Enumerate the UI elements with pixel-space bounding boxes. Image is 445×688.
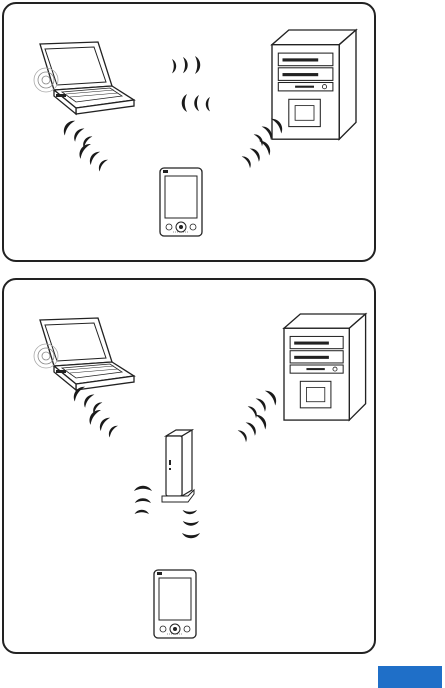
laptop-icon (34, 42, 134, 114)
wireless-signal-icon (134, 486, 152, 514)
wireless-signal-icon (236, 412, 269, 443)
desktop-tower-icon (284, 314, 366, 420)
wireless-signal-icon (76, 141, 109, 172)
laptop-icon (34, 318, 134, 390)
access-point-icon (162, 430, 194, 502)
wireless-signal-icon (182, 94, 210, 112)
infrastructure-diagram-panel (2, 278, 376, 654)
wireless-signal-icon (86, 407, 119, 438)
wireless-signal-icon (240, 138, 273, 169)
ad-hoc-diagram-panel (2, 2, 376, 262)
wireless-signal-icon (182, 510, 200, 538)
pda-icon (160, 168, 202, 236)
desktop-tower-icon (272, 30, 356, 139)
wireless-signal-icon (246, 388, 279, 419)
pda-icon (154, 570, 196, 638)
page-tab (378, 666, 442, 688)
wireless-signal-icon (172, 56, 200, 74)
